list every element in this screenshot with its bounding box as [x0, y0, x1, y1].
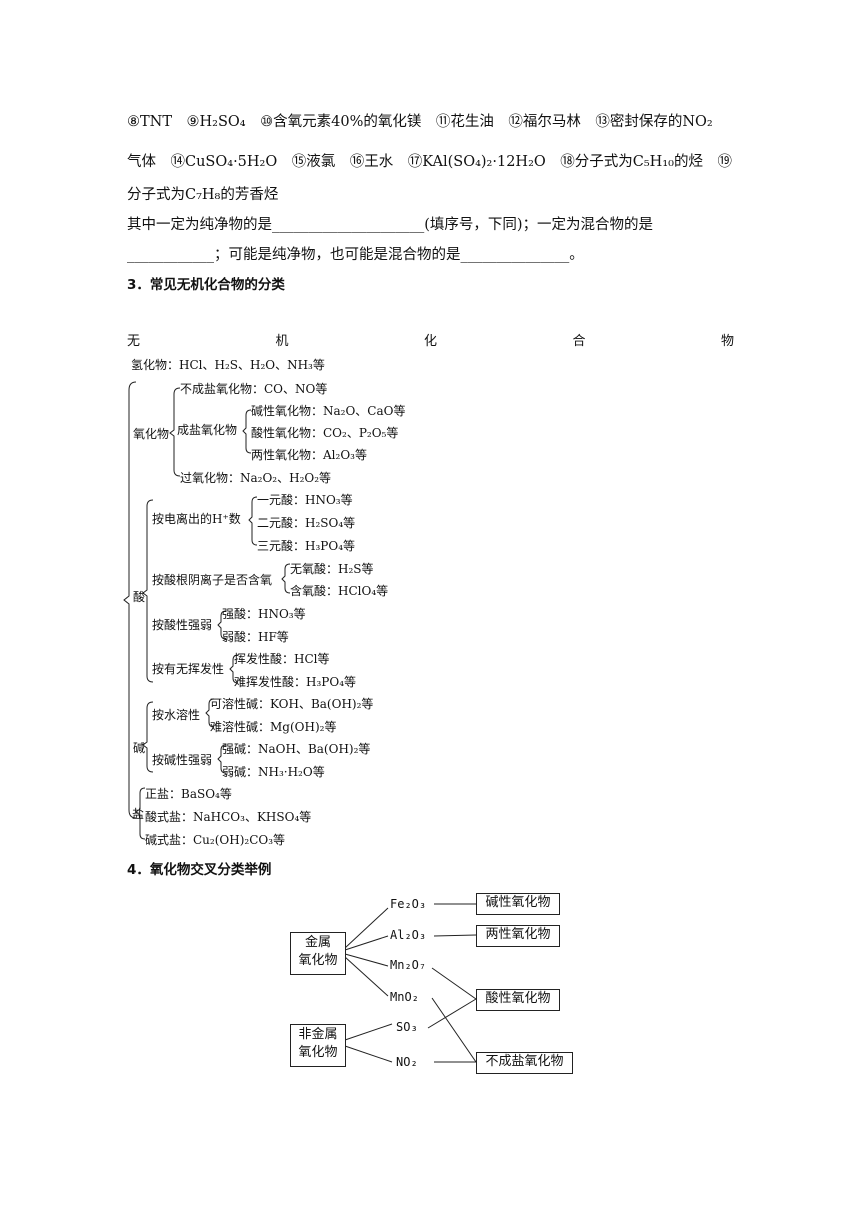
nonsalt-oxide-item: 不成盐氧化物：CO、NO等 [180, 382, 328, 396]
oxygen-brace [281, 563, 291, 594]
question-line-2: 气体 ⑭CuSO₄·5H₂O ⑮液氯 ⑯王水 ⑰KAl(SO₄)₂·12H₂O … [127, 154, 732, 170]
formula-mn2o7: Mn₂O₇ [390, 958, 427, 972]
volatility-brace [229, 654, 239, 684]
base-brace [142, 701, 154, 773]
strength-brace [217, 610, 227, 640]
base-label: 碱 [133, 741, 146, 755]
amphoteric-oxide-item: 两性氧化物：Al₂O₃等 [251, 448, 367, 462]
formula-fe2o3: Fe₂O₃ [390, 897, 427, 911]
cross-links [344, 903, 477, 1063]
question-line-1: ⑧TNT ⑨H₂SO₄ ⑩含氧元素40%的氧化镁 ⑪花生油 ⑫福尔马林 ⑬密封保… [127, 114, 713, 130]
salt-label: 盐 [132, 807, 145, 821]
peroxide-item: 过氧化物：Na₂O₂、H₂O₂等 [180, 471, 332, 485]
section-4-heading: 4．氧化物交叉分类举例 [127, 862, 272, 878]
section-3-heading: 3．常见无机化合物的分类 [127, 277, 285, 293]
weak-acid-item: 弱酸：HF等 [222, 630, 289, 644]
nonmetal-oxide-box: 非金属 氧化物 [290, 1024, 346, 1067]
di-acid-item: 二元酸：H₂SO₄等 [257, 516, 356, 530]
nonvolatile-acid-item: 难挥发性酸：H₃PO₄等 [234, 675, 356, 689]
acid-by-oxygen-label: 按酸根阴离子是否含氧 [152, 573, 273, 587]
amphoteric-oxide-box: 两性氧化物 [476, 925, 560, 947]
oxy-acid-item: 含氧酸：HClO₄等 [290, 584, 389, 598]
normal-salt-item: 正盐：BaSO₄等 [145, 787, 232, 801]
formula-mno2: MnO₂ [390, 990, 419, 1004]
salt-oxide-label: 成盐氧化物 [177, 423, 238, 437]
salt-brace [135, 787, 146, 840]
question-line-5: ____________；可能是纯净物，也可能是混合物的是___________… [127, 247, 584, 263]
formula-no2: NO₂ [396, 1055, 418, 1069]
acidic-oxide-item: 酸性氧化物：CO₂、P₂O₅等 [251, 426, 399, 440]
base-by-solubility-label: 按水溶性 [152, 708, 201, 722]
acid-by-strength-label: 按酸性强弱 [152, 618, 213, 632]
acid-by-volatility-label: 按有无挥发性 [152, 662, 225, 676]
box-line: 非金属 [298, 1027, 338, 1042]
basic-oxide-item: 碱性氧化物：Na₂O、CaO等 [251, 404, 406, 418]
solubility-brace [205, 698, 215, 728]
strong-base-item: 强碱：NaOH、Ba(OH)₂等 [222, 742, 371, 756]
acidic-oxide-box: 酸性氧化物 [476, 989, 560, 1011]
box-line: 氧化物 [298, 953, 338, 968]
strong-acid-item: 强酸：HNO₃等 [222, 607, 306, 621]
question-line-4: 其中一定为纯净物的是_____________________(填序号，下同)；… [127, 217, 654, 233]
acid-label: 酸 [133, 590, 146, 604]
box-line: 氧化物 [298, 1045, 338, 1060]
question-line-3: 分子式为C₇H₈的芳香烃 [127, 187, 279, 203]
metal-oxide-box: 金属 氧化物 [290, 932, 346, 975]
root-char: 化 [423, 334, 437, 349]
basic-salt-item: 碱式盐：Cu₂(OH)₂CO₃等 [145, 833, 286, 847]
weak-base-item: 弱碱：NH₃·H₂O等 [222, 765, 325, 779]
box-line: 金属 [304, 935, 331, 950]
volatile-acid-item: 挥发性酸：HCl等 [234, 652, 330, 666]
tri-acid-item: 三元酸：H₃PO₄等 [257, 539, 355, 553]
insoluble-base-item: 难溶性碱：Mg(OH)₂等 [210, 720, 337, 734]
oxide-brace [169, 387, 181, 477]
basic-oxide-box: 碱性氧化物 [476, 893, 560, 915]
soluble-base-item: 可溶性碱：KOH、Ba(OH)₂等 [210, 697, 374, 711]
formula-al2o3: Al₂O₃ [390, 928, 427, 942]
root-char: 合 [572, 334, 586, 349]
formula-so3: SO₃ [396, 1020, 418, 1034]
root-char: 无 [127, 334, 141, 349]
root-char: 物 [720, 334, 734, 349]
salt-oxide-brace [242, 409, 252, 454]
h-brace [248, 496, 258, 546]
acid-by-h-label: 按电离出的H⁺数 [152, 512, 241, 526]
nonsalt-oxide-box: 不成盐氧化物 [476, 1052, 573, 1074]
anoxy-acid-item: 无氧酸：H₂S等 [290, 562, 374, 576]
mono-acid-item: 一元酸：HNO₃等 [257, 493, 353, 507]
base-strength-brace [217, 744, 227, 774]
main-brace [123, 381, 137, 819]
acid-salt-item: 酸式盐：NaHCO₃、KHSO₄等 [145, 810, 312, 824]
oxide-label: 氧化物 [133, 427, 170, 441]
hydride-item: 氢化物：HCl、H₂S、H₂O、NH₃等 [131, 358, 325, 372]
root-label: 无 机 化 合 物 [127, 330, 734, 349]
root-char: 机 [275, 334, 289, 349]
base-by-strength-label: 按碱性强弱 [152, 753, 213, 767]
acid-brace [142, 499, 154, 683]
